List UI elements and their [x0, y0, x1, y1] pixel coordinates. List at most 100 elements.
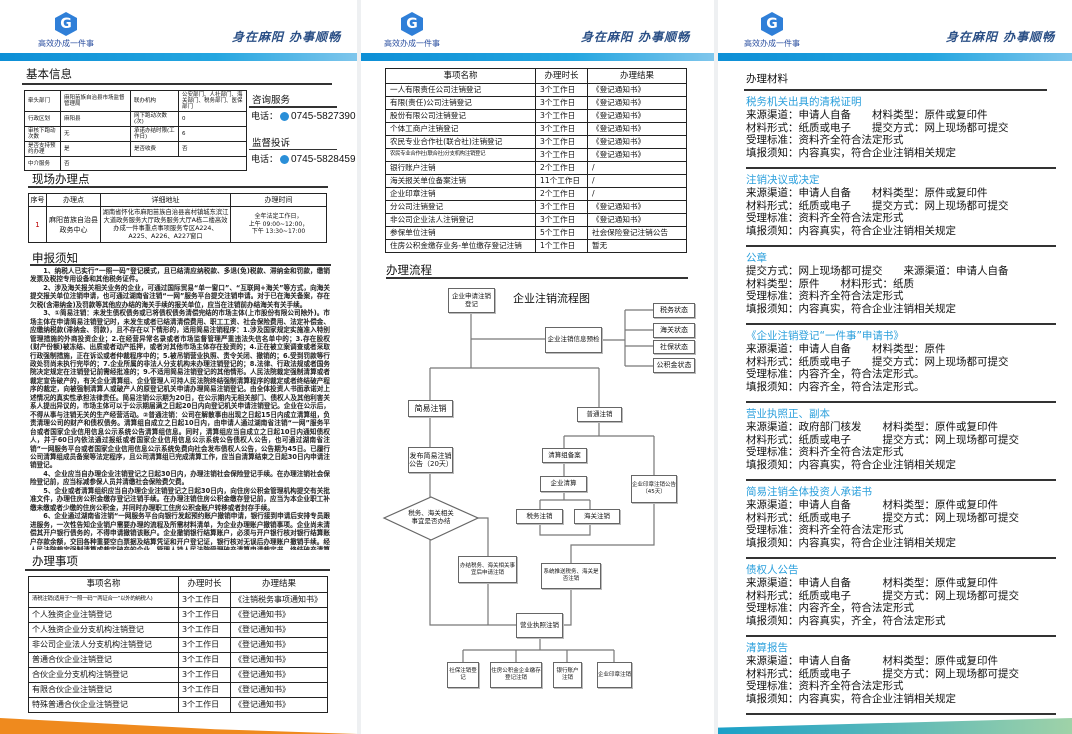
material-detail: 来源渠道：政府部门核发 材料类型：原件或复印件 [746, 421, 998, 433]
item-name: 个人独资企业分支机构注销登记 [28, 622, 179, 638]
material-detail: 受理标准：资料齐全符合法定形式 [746, 524, 904, 537]
item-result: 《登记通知书》 [587, 96, 687, 110]
slogan: 身在麻阳 办事顺畅 [232, 30, 342, 44]
basic-info-heading: 基本信息 [26, 67, 72, 81]
basic-info-value: 0 [178, 111, 247, 128]
logo-text: 高效办成一件事 [384, 39, 440, 48]
item-duration: 3个工作日 [535, 135, 588, 149]
site-hours: 全年法定工作日，上午 09:00~12:00，下午 13:30~17:00 [230, 206, 327, 243]
material-detail: 填报须知：内容真实，符合企业注销相关规定 [746, 692, 956, 705]
material-detail: 填报须知：内容真实，符合企业注销相关规定 [746, 146, 956, 159]
basic-info-value: 否 [60, 156, 247, 172]
material-name: 注销决议或决定 [746, 174, 820, 186]
basic-info-label: 中介服务 [24, 156, 61, 172]
notice-paragraph: 3、①简易注销：未发生债权债务或已将债权债务清偿完结的市场主体(上市股份有限公司… [30, 309, 330, 470]
material-name: 营业执照正、副本 [746, 408, 830, 420]
slogan: 身在麻阳 办事顺畅 [946, 30, 1056, 44]
basic-info-table: 牵头部门麻阳苗族自治县市场监督管理局联办机构公安部门、人社部门、海关部门、税务部… [24, 89, 247, 172]
item-duration: 3个工作日 [178, 622, 231, 638]
item-duration: 2个工作日 [535, 161, 588, 175]
material-detail: 材料形式：纸质或电子 提交方式：网上现场都可提交 [746, 121, 1009, 134]
item-duration: 3个工作日 [178, 682, 231, 698]
item-result: 《登记通知书》 [230, 637, 328, 653]
material-detail: 来源渠道：申请人自备 材料类型：原件或复印件 [746, 499, 998, 511]
notice-text: 1、纳税人已实行“一照一码”登记模式，且已结清应纳税款、多退(免)税款、滞纳金和… [30, 267, 330, 550]
item-name: 参保单位注销 [385, 226, 536, 240]
material-detail: 材料形式：纸质或电子 提交方式：网上现场都可提交 [746, 667, 1019, 680]
item-duration: 3个工作日 [178, 637, 231, 653]
basic-info-value: 麻阳县 [60, 111, 131, 128]
basic-info-value: 是 [60, 141, 131, 158]
notice-paragraph: 4、企业应当自办理企业注销登记之日起30日内，办理注销社会保险登记手续。在办理注… [30, 469, 330, 487]
material-detail: 填报须知：内容真实，符合企业注销相关规定 [746, 536, 956, 549]
site-hours-line: 全年法定工作日， [254, 213, 303, 221]
site-hours-line: 上午 09:00~12:00， [248, 220, 309, 228]
material-name: 债权人公告 [746, 564, 799, 576]
notice-paragraph: 5、企业或者清算组织应当自办理企业注销登记之日起30日内，向住房公积金管理机构提… [30, 486, 330, 512]
col-header: 事项名称 [28, 576, 179, 593]
divider [28, 186, 328, 188]
item-name: 企业印章注销 [385, 187, 536, 201]
logo-text: 高效办成一件事 [38, 39, 94, 48]
item-name: 非公司企业法人注销登记 [385, 213, 536, 227]
material-detail: 材料形式：纸质或电子 提交方式：网上现场都可提交 [746, 199, 1009, 212]
basic-info-value: 无 [60, 126, 131, 143]
material-item: 公章提交方式：网上现场都可提交 来源渠道：申请人自备材料类型：原件 材料形式：纸… [746, 252, 1056, 325]
item-name: 非公司企业法人分支机构注销登记 [28, 637, 179, 653]
item-name: 普通合伙企业注销登记 [28, 652, 179, 668]
basic-info-label: 网下跑动次数(次) [130, 111, 179, 128]
material-name: 《企业注销登记“一件事”申请书》 [746, 330, 904, 342]
materials-list: 税务机关出具的清税证明来源渠道：申请人自备 材料类型：原件或复印件材料形式：纸质… [746, 96, 1056, 720]
item-result: 《登记通知书》 [230, 622, 328, 638]
material-detail: 来源渠道：申请人自备 材料类型：原件或复印件 [746, 577, 998, 589]
site-address: 湖南省怀化市麻阳苗族自治县高村镇城东滨江大道政务服务大厅政务服务大厅A栋二楼高效… [100, 206, 231, 243]
material-item: 债权人公告来源渠道：申请人自备 材料类型：原件或复印件材料形式：纸质或电子 提交… [746, 564, 1056, 637]
notice-paragraph: 2、涉及海关报关相关业务的企业，可通过国际贸易“单一窗口”、“互联网+海关”等方… [30, 283, 330, 309]
logo-icon: G [55, 12, 77, 36]
divider [744, 89, 1047, 91]
col-header: 事项名称 [385, 68, 536, 84]
item-result: 《登记通知书》 [230, 607, 328, 623]
item-duration: 3个工作日 [535, 122, 588, 136]
material-detail: 材料形式：纸质或电子 提交方式：网上现场都可提交 [746, 589, 1019, 602]
material-detail: 填报须知：内容真实，符合企业注销相关规定 [746, 302, 956, 315]
material-detail: 材料形式：纸质或电子 提交方式：网上现场都可提交 [746, 511, 1019, 524]
item-duration: 3个工作日 [178, 652, 231, 668]
item-name: 农民专业合作社(联合社)注销登记 [385, 135, 536, 149]
material-detail: 提交方式：网上现场都可提交 来源渠道：申请人自备 [746, 265, 1009, 277]
flow-heading: 办理流程 [386, 263, 432, 277]
material-detail: 材料形式：纸质或电子 提交方式：网上现场都可提交 [746, 355, 1009, 368]
item-duration: 3个工作日 [535, 109, 588, 123]
material-detail: 来源渠道：申请人自备 材料类型：原件或复印件 [746, 655, 998, 667]
item-name: 银行账户注销 [385, 161, 536, 175]
item-name: 海关报关单位备案注销 [385, 174, 536, 188]
phone-icon [280, 112, 290, 121]
material-detail: 受理标准：资料齐全符合法定形式 [746, 212, 904, 225]
panel-gap [714, 0, 718, 734]
item-name: 住房公积金缴存业务-单位缴存登记注销 [385, 239, 536, 253]
left-panel: G 高效办成一件事 身在麻阳 办事顺畅 基本信息 牵头部门麻阳苗族自治县市场监督管… [0, 0, 358, 734]
item-duration: 5个工作日 [535, 226, 588, 240]
item-duration: 3个工作日 [178, 607, 231, 623]
item-duration: 3个工作日 [535, 148, 588, 162]
slogan: 身在麻阳 办事顺畅 [581, 30, 691, 44]
col-header: 办理时长 [535, 68, 588, 84]
notice-heading: 申报须知 [32, 251, 78, 265]
items-heading: 办理事项 [32, 554, 78, 568]
notice-paragraph: 1、纳税人已实行“一照一码”登记模式，且已结清应纳税款、多退(免)税款、滞纳金和… [30, 267, 330, 284]
item-result: 社会保险登记注销公告 [587, 226, 687, 240]
basic-info-row: 行政区划麻阳县网下跑动次数(次)0 [24, 111, 247, 128]
divider [25, 569, 330, 571]
material-detail: 来源渠道：申请人自备 材料类型：原件或复印件 [746, 109, 988, 121]
item-result: 《登记通知书》 [587, 135, 687, 149]
item-result: 《登记通知书》 [587, 109, 687, 123]
